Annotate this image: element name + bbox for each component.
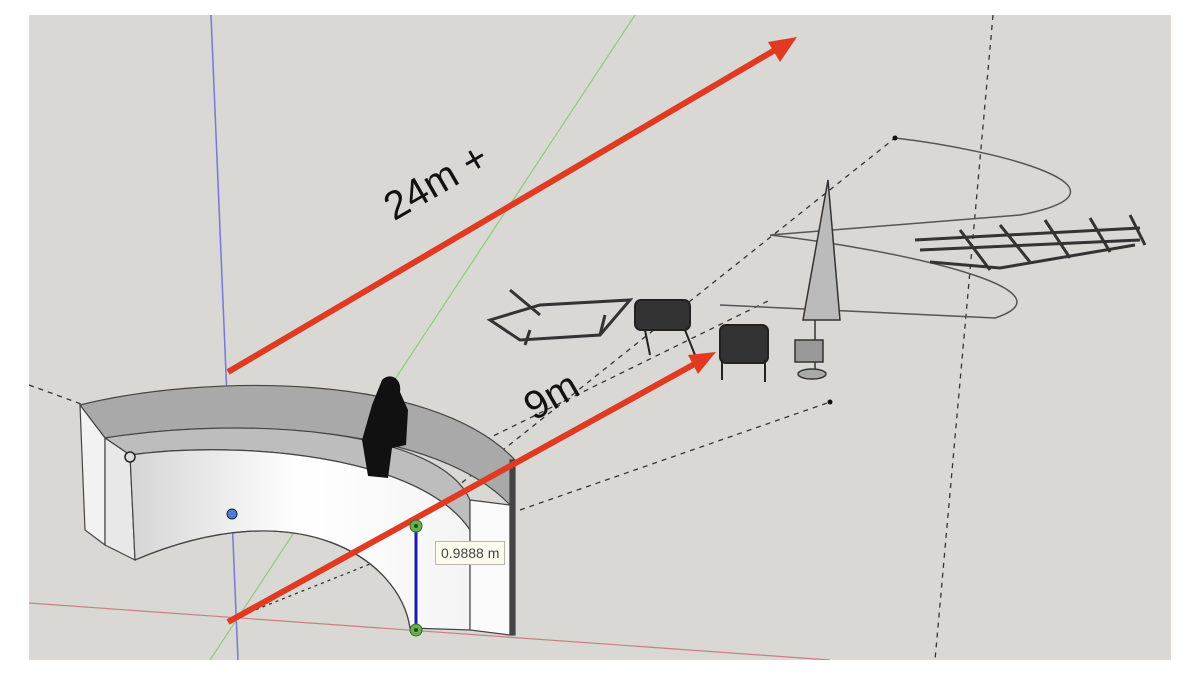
endpoint-marker bbox=[124, 451, 136, 463]
green-axis bbox=[209, 15, 636, 660]
person-silhouette bbox=[362, 376, 408, 478]
curved-wall bbox=[78, 384, 516, 636]
lounger-row bbox=[914, 214, 1147, 271]
arrow-24m bbox=[226, 37, 797, 375]
guide-point bbox=[892, 135, 898, 141]
chair bbox=[634, 299, 696, 356]
measurement-tooltip: 0.9888 m bbox=[435, 541, 506, 565]
path-outline bbox=[719, 137, 1071, 319]
blue-axis bbox=[210, 15, 239, 660]
umbrella bbox=[794, 179, 841, 380]
arrow-9m bbox=[226, 352, 716, 625]
chair bbox=[719, 324, 769, 382]
red-axis bbox=[29, 602, 831, 660]
3d-scene bbox=[29, 15, 1147, 660]
blue-snap-point bbox=[226, 508, 238, 520]
guide-point bbox=[827, 399, 833, 405]
tape-measure bbox=[409, 519, 423, 637]
sketchup-viewport[interactable]: 24m + 9m 0.9888 m bbox=[29, 15, 1171, 660]
sun-lounger bbox=[486, 288, 634, 346]
